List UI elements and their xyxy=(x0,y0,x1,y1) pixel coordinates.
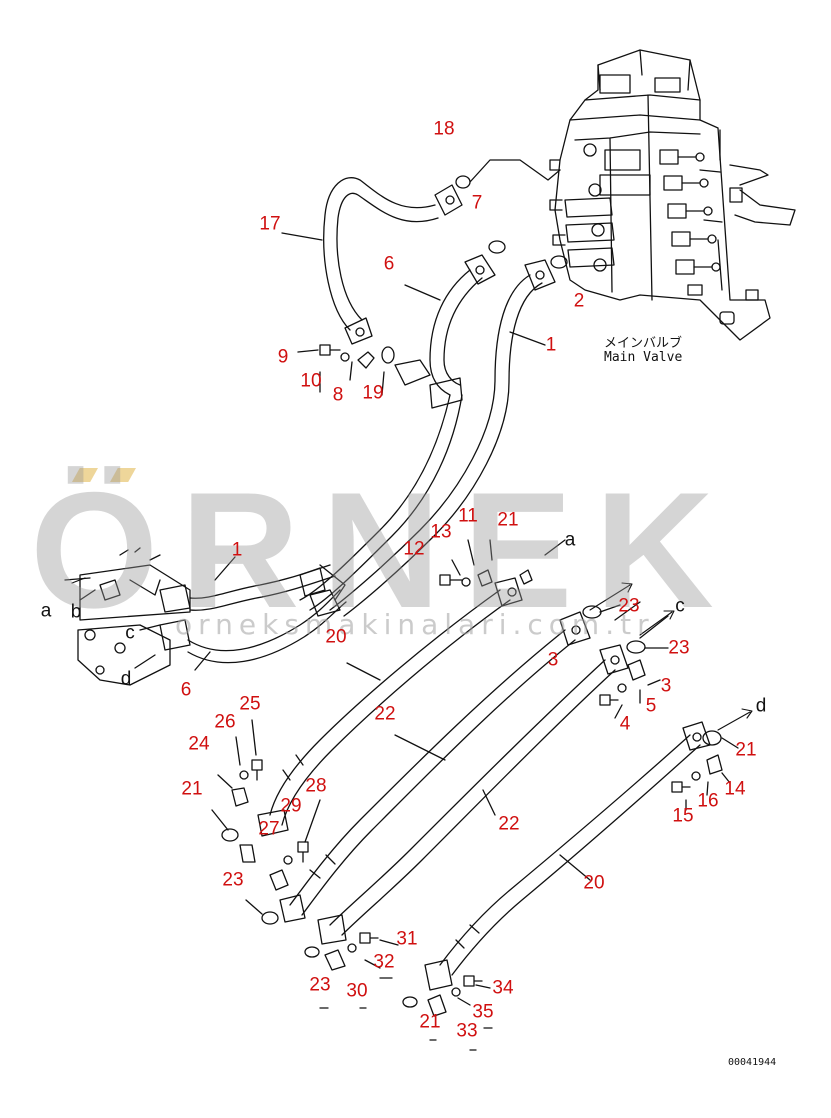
o-ring-7 xyxy=(488,240,506,254)
callout-23-b: 23 xyxy=(668,637,690,659)
callout-31: 31 xyxy=(396,928,418,950)
leaders-left xyxy=(194,556,236,671)
pump-side-housing xyxy=(77,547,347,686)
callout-21-c: 21 xyxy=(735,739,757,761)
callout-3-b: 3 xyxy=(660,675,672,697)
small-parts-bottom xyxy=(304,932,493,1051)
hose-17 xyxy=(323,177,463,345)
callout-12: 12 xyxy=(403,538,425,560)
callout-16: 16 xyxy=(697,790,719,812)
callout-1: 1 xyxy=(545,334,557,356)
callout-13: 13 xyxy=(430,521,452,543)
callout-30: 30 xyxy=(346,980,368,1002)
main-valve-assembly xyxy=(549,49,796,341)
callout-23: 23 xyxy=(618,595,640,617)
callout-20: 20 xyxy=(325,626,347,648)
callout-5: 5 xyxy=(645,695,657,717)
main-valve-label: メインバルブ Main Valve xyxy=(604,337,682,364)
hose-22-lower xyxy=(317,644,629,945)
hose-20-left xyxy=(257,577,523,837)
leader-18 xyxy=(469,159,561,183)
callout-26: 26 xyxy=(214,711,236,733)
letter-d: d xyxy=(120,668,132,690)
watermark-dots xyxy=(72,468,152,484)
main-valve-label-en: Main Valve xyxy=(604,349,683,365)
callout-18: 18 xyxy=(433,118,455,140)
callout-21: 21 xyxy=(497,509,519,531)
callout-24: 24 xyxy=(188,733,210,755)
callout-3: 3 xyxy=(547,649,559,671)
callout-21-b: 21 xyxy=(181,778,203,800)
watermark-url: orneksmakinalari.com.tr xyxy=(175,608,655,641)
connection-arrows xyxy=(71,577,753,731)
callout-6: 6 xyxy=(383,253,395,275)
letter-a-right: a xyxy=(564,529,576,551)
callout-10: 10 xyxy=(300,370,322,392)
letter-c: c xyxy=(125,622,135,644)
callout-35: 35 xyxy=(472,1001,494,1023)
leader-17 xyxy=(281,232,323,241)
callout-4: 4 xyxy=(619,713,631,735)
callout-23-d: 23 xyxy=(309,974,331,996)
hose-20-right xyxy=(424,721,711,991)
small-parts-middle xyxy=(439,539,566,587)
o-ring-18 xyxy=(455,175,471,189)
leader-20b xyxy=(559,854,591,881)
leader-20a xyxy=(346,662,381,681)
callout-22: 22 xyxy=(374,703,396,725)
drawing-number: 00041944 xyxy=(728,1057,777,1068)
callout-17: 17 xyxy=(259,213,281,235)
callout-11: 11 xyxy=(458,505,478,527)
callout-15: 15 xyxy=(672,805,694,827)
callout-29: 29 xyxy=(280,795,302,817)
letter-b: b xyxy=(70,601,82,623)
main-valve-label-jp: メインバルブ xyxy=(604,336,683,351)
callout-7: 7 xyxy=(471,192,483,214)
callout-33: 33 xyxy=(456,1020,478,1042)
hose-22-upper xyxy=(279,611,591,923)
watermark-word: ÖRNEK xyxy=(30,458,736,642)
callout-14: 14 xyxy=(724,778,746,800)
callout-28: 28 xyxy=(305,775,327,797)
callout-27: 27 xyxy=(258,818,280,840)
callout-21-d: 21 xyxy=(419,1011,441,1033)
callout-34: 34 xyxy=(492,977,514,999)
o-ring-2 xyxy=(550,255,568,269)
letter-d-right: d xyxy=(755,695,767,717)
leaders-abcd-left xyxy=(64,577,161,669)
callout-22-b: 22 xyxy=(498,813,520,835)
callout-6-lower: 6 xyxy=(180,679,192,701)
callout-20-b: 20 xyxy=(583,872,605,894)
callout-23-c: 23 xyxy=(222,869,244,891)
letter-c-right: c xyxy=(675,595,685,617)
leader-1a xyxy=(509,331,546,346)
small-parts-lower-left xyxy=(211,719,321,925)
callout-32: 32 xyxy=(373,951,395,973)
o-rings-right xyxy=(582,601,739,749)
callout-19: 19 xyxy=(362,382,384,404)
callout-2: 2 xyxy=(573,290,585,312)
callout-25: 25 xyxy=(239,693,261,715)
callout-8: 8 xyxy=(332,384,344,406)
pipe-1-upper xyxy=(329,259,556,617)
leader-6a xyxy=(404,284,441,301)
small-parts-upper xyxy=(297,344,395,396)
clamps-right xyxy=(599,659,731,811)
letter-a: a xyxy=(40,600,52,622)
callout-1-lower: 1 xyxy=(231,539,243,561)
callout-9: 9 xyxy=(277,346,289,368)
leaders-22 xyxy=(394,734,496,816)
